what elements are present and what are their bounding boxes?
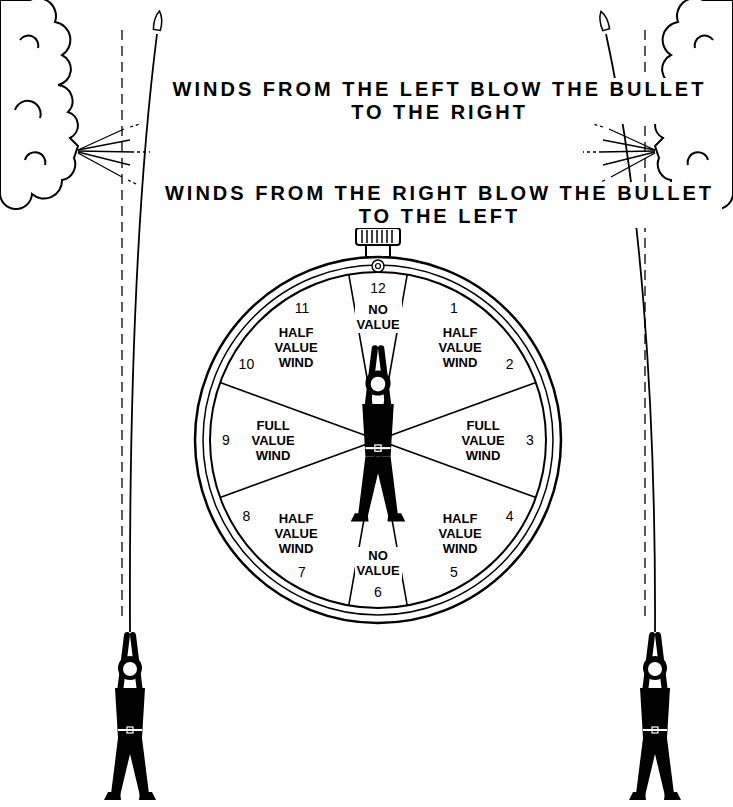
- wind-value-label: HALF VALUE WIND: [273, 510, 320, 557]
- clock-number: 5: [448, 564, 460, 580]
- clock-number: 1: [448, 300, 460, 316]
- clock-number: 10: [237, 356, 257, 372]
- wind-note: WINDS FROM THE LEFT BLOW THE BULLET TO T…: [157, 78, 722, 124]
- wind-value-label: FULL VALUE WIND: [460, 417, 507, 464]
- wind-value-label: HALF VALUE WIND: [437, 510, 484, 557]
- wind-note: WINDS FROM THE RIGHT BLOW THE BULLET TO …: [157, 182, 722, 228]
- clock-number: 6: [372, 584, 384, 600]
- clock-number: 4: [504, 508, 516, 524]
- wind-value-label: FULL VALUE WIND: [250, 417, 297, 464]
- wind-value-label: NO VALUE: [355, 301, 402, 333]
- clock-number: 7: [296, 564, 308, 580]
- clock-number: 9: [220, 432, 232, 448]
- wind-value-label: HALF VALUE WIND: [437, 324, 484, 371]
- clock-number: 11: [293, 300, 312, 316]
- clock-number: 3: [524, 432, 536, 448]
- clock-face: 12 NO VALUE 1HALF VALUE WIND 2 3 FULL VALUE W…: [193, 255, 563, 625]
- wind-value-label: NO VALUE: [355, 547, 402, 579]
- clock-number: 2: [504, 356, 516, 372]
- clock-number: 12: [368, 280, 388, 296]
- wind-value-label: HALF VALUE WIND: [273, 324, 320, 371]
- clock-number: 8: [241, 508, 253, 524]
